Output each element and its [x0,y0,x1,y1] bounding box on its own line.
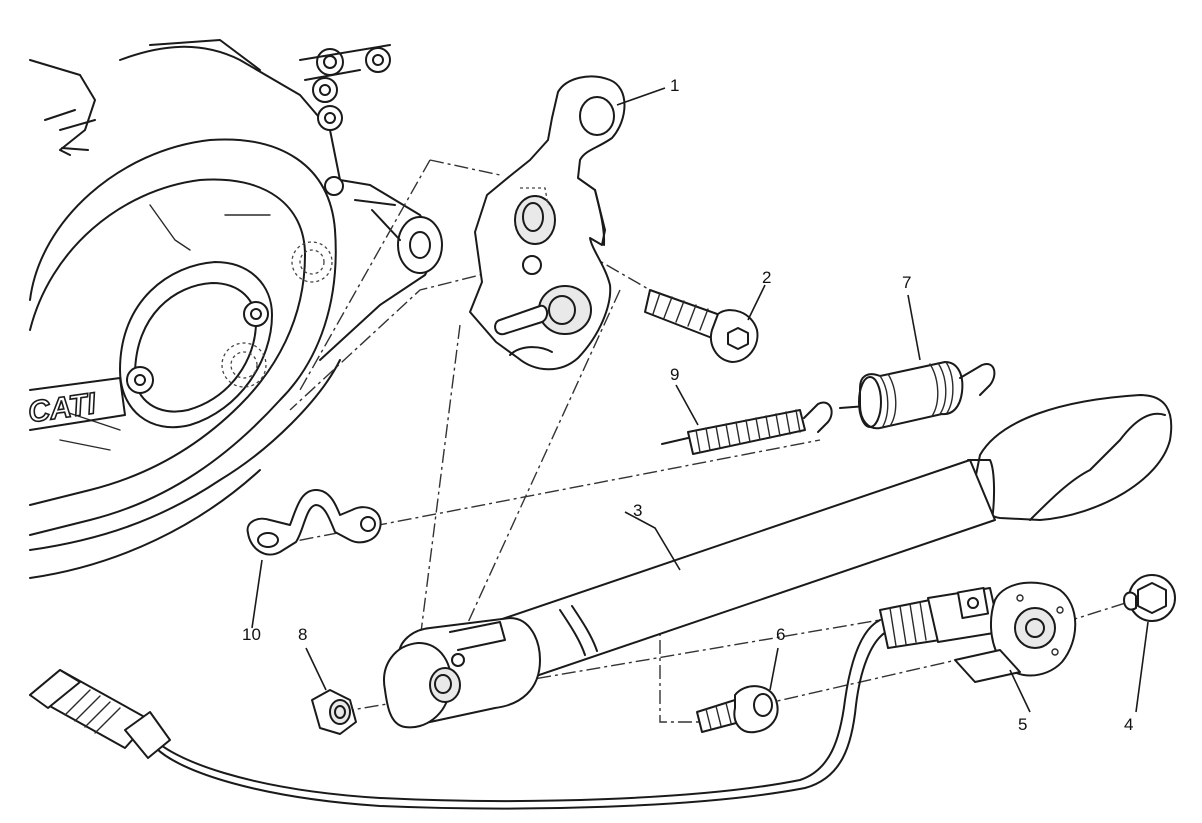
callout-1: 1 [670,76,679,95]
callout-7: 7 [902,273,911,292]
callout-6: 6 [776,625,785,644]
part-3-side-stand [383,394,1173,729]
part-9-long-spring [661,401,833,455]
part-7-short-spring [839,361,996,430]
part-1-bracket [469,75,626,371]
part-4-flange-nut [1123,574,1176,622]
callout-9: 9 [670,365,679,384]
callout-3: 3 [633,501,642,520]
connector-plug [29,669,171,759]
part-2-bolt [644,289,759,363]
part-6-pivot-bolt [696,685,779,734]
callout-8: 8 [298,625,307,644]
callout-10: 10 [242,625,261,644]
engine-casing: CATI [25,39,443,579]
callout-5: 5 [1018,715,1027,734]
part-5-stand-switch [149,581,1077,810]
brand-logo: CATI [26,387,98,429]
part-10-spring-plate [246,489,382,556]
leader-lines [251,87,1149,713]
callout-labels: 1 2 7 9 3 10 8 6 5 4 [242,76,1133,734]
callout-4: 4 [1124,715,1133,734]
callout-2: 2 [762,268,771,287]
part-8-nut [311,689,357,735]
